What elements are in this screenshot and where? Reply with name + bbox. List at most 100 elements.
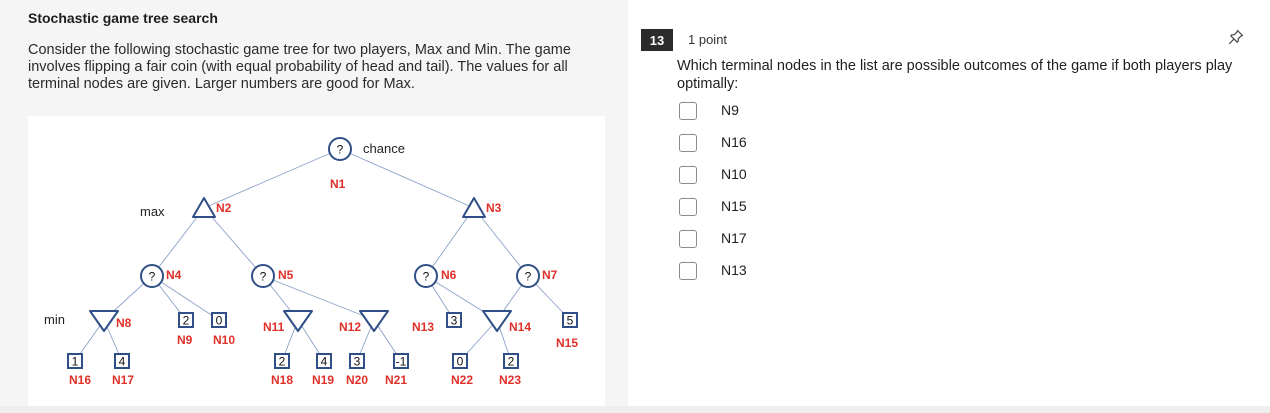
terminal-box-n18: [274, 353, 290, 369]
option-label-n10: N10: [721, 166, 747, 182]
option-n10[interactable]: N10: [679, 164, 879, 186]
edge-n2-n4: [151, 207, 205, 277]
bottom-divider: [0, 406, 1270, 413]
node-label-n20: N20: [346, 373, 368, 387]
edge-n4-n10: [151, 275, 220, 321]
option-label-n15: N15: [721, 198, 747, 214]
node-label-n19: N19: [312, 373, 334, 387]
checkbox-n15[interactable]: [679, 198, 697, 216]
chance-role-label: chance: [363, 141, 405, 156]
terminal-value-n17: 4: [119, 355, 126, 369]
option-label-n9: N9: [721, 102, 739, 118]
min-node-n14: [482, 310, 512, 332]
node-label-n14: N14: [509, 320, 531, 334]
option-label-n16: N16: [721, 134, 747, 150]
edge-n1-n3: [339, 148, 475, 209]
option-n17[interactable]: N17: [679, 228, 879, 250]
chance-symbol-n1: ?: [337, 143, 344, 157]
terminal-value-n23: 2: [508, 355, 515, 369]
terminal-value-n19: 4: [321, 355, 328, 369]
node-label-n9: N9: [177, 333, 193, 347]
terminal-box-n22: [452, 353, 468, 369]
node-label-n22: N22: [451, 373, 473, 387]
min-node-n11: [283, 310, 313, 332]
terminal-box-n9: [178, 312, 194, 328]
node-label-n6: N6: [441, 268, 457, 282]
node-label-n8: N8: [116, 316, 132, 330]
node-label-n5: N5: [278, 268, 294, 282]
node-label-n1: N1: [330, 177, 346, 191]
terminal-value-n9: 2: [183, 314, 190, 328]
node-label-n21: N21: [385, 373, 407, 387]
edge-n1-n2: [203, 148, 341, 209]
question-number-badge: 13: [641, 29, 673, 51]
section-description: Consider the following stochastic game t…: [28, 42, 571, 92]
checkbox-n10[interactable]: [679, 166, 697, 184]
chance-node-n5: [251, 264, 275, 288]
edge-n3-n6: [425, 207, 475, 277]
checkbox-n13[interactable]: [679, 262, 697, 280]
terminal-value-n16: 1: [72, 355, 79, 369]
option-label-n13: N13: [721, 262, 747, 278]
terminal-box-n13: [446, 312, 462, 328]
chance-node-n1: [328, 137, 352, 161]
node-label-n16: N16: [69, 373, 91, 387]
checkbox-n17[interactable]: [679, 230, 697, 248]
node-label-n18: N18: [271, 373, 293, 387]
node-label-n12: N12: [339, 320, 361, 334]
edge-n5-n12: [262, 275, 375, 321]
node-label-n7: N7: [542, 268, 558, 282]
chance-node-n4: [140, 264, 164, 288]
chance-symbol-n5: ?: [260, 270, 267, 284]
terminal-value-n13: 3: [451, 314, 458, 328]
node-label-n15: N15: [556, 336, 578, 350]
terminal-box-n21: [393, 353, 409, 369]
min-role-label: min: [44, 312, 65, 327]
chance-node-n6: [414, 264, 438, 288]
context-pane: Stochastic game tree search Consider the…: [0, 0, 628, 406]
edge-n3-n7: [473, 207, 529, 277]
node-label-n10: N10: [213, 333, 235, 347]
question-text: Which terminal nodes in the list are pos…: [677, 58, 1233, 92]
checkbox-n16[interactable]: [679, 134, 697, 152]
node-label-n2: N2: [216, 201, 232, 215]
node-label-n23: N23: [499, 373, 521, 387]
option-n13[interactable]: N13: [679, 260, 879, 282]
terminal-box-n20: [349, 353, 365, 369]
max-node-n2: [192, 197, 216, 218]
question-points: 1 point: [688, 32, 728, 47]
terminal-value-n15: 5: [567, 314, 574, 328]
chance-symbol-n7: ?: [525, 270, 532, 284]
section-title: Stochastic game tree search: [28, 10, 218, 26]
pin-icon[interactable]: [1227, 28, 1245, 46]
terminal-box-n10: [211, 312, 227, 328]
terminal-value-n18: 2: [279, 355, 286, 369]
option-n15[interactable]: N15: [679, 196, 879, 218]
chance-symbol-n6: ?: [423, 270, 430, 284]
node-label-n4: N4: [166, 268, 182, 282]
chance-node-n7: [516, 264, 540, 288]
node-label-n17: N17: [112, 373, 134, 387]
edge-n2-n5: [203, 207, 264, 277]
node-label-n3: N3: [486, 201, 502, 215]
terminal-box-n17: [114, 353, 130, 369]
terminal-value-n21: -1: [396, 355, 407, 369]
terminal-value-n10: 0: [216, 314, 223, 328]
option-label-n17: N17: [721, 230, 747, 246]
terminal-value-n20: 3: [354, 355, 361, 369]
node-label-n13: N13: [412, 320, 434, 334]
max-role-label: max: [140, 204, 165, 219]
min-node-n12: [359, 310, 389, 332]
option-n16[interactable]: N16: [679, 132, 879, 154]
terminal-box-n23: [503, 353, 519, 369]
terminal-value-n22: 0: [457, 355, 464, 369]
max-node-n3: [462, 197, 486, 218]
min-node-n8: [89, 310, 119, 332]
terminal-box-n16: [67, 353, 83, 369]
tree-nodes: [67, 137, 578, 369]
checkbox-n9[interactable]: [679, 102, 697, 120]
option-n9[interactable]: N9: [679, 100, 879, 122]
